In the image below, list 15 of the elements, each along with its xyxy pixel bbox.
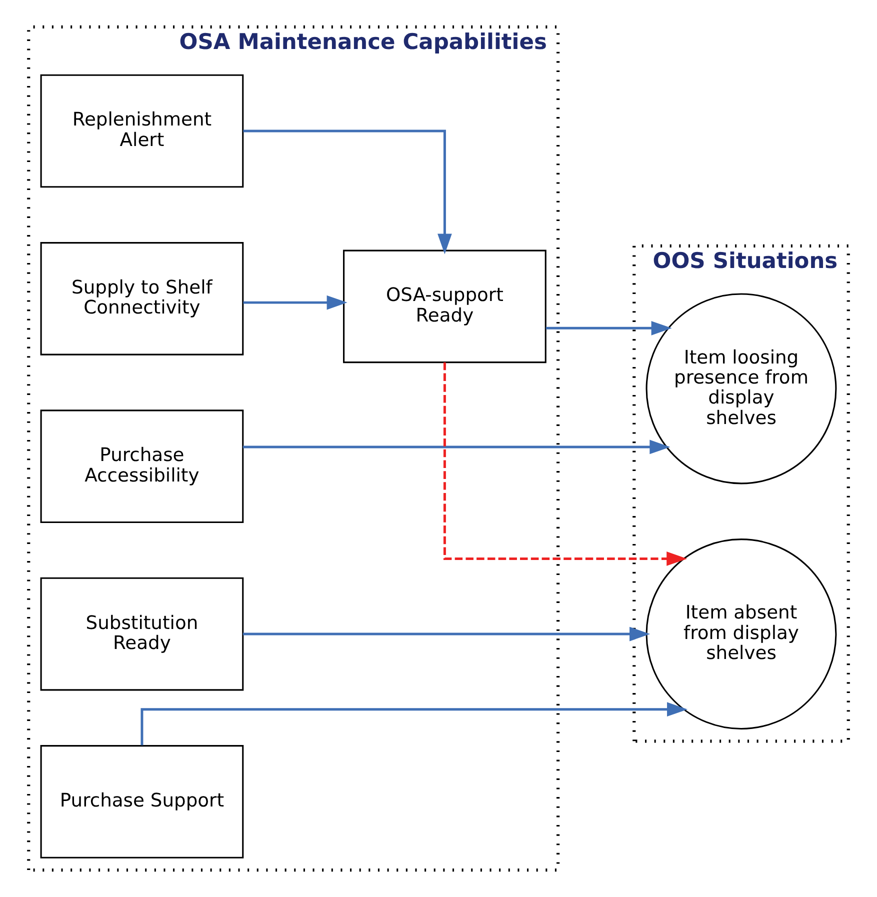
arrow — [242, 440, 670, 454]
arrow — [546, 321, 672, 336]
node-box: Replenishment Alert — [40, 74, 244, 188]
node-box: Supply to Shelf Connectivity — [40, 242, 244, 356]
arrow — [443, 362, 688, 566]
arrow — [243, 130, 452, 254]
node-box: OSA-support Ready — [343, 250, 546, 364]
arrow — [140, 702, 688, 746]
arrow — [243, 295, 348, 310]
node-box: Purchase Accessibility — [40, 410, 244, 524]
node-box: Substitution Ready — [40, 577, 244, 691]
node-circle: Item absent from display shelves — [646, 538, 837, 730]
node-box: Purchase Support — [40, 745, 244, 858]
arrow — [242, 626, 650, 642]
node-circle: Item loosing presence from display shelves — [646, 293, 837, 484]
